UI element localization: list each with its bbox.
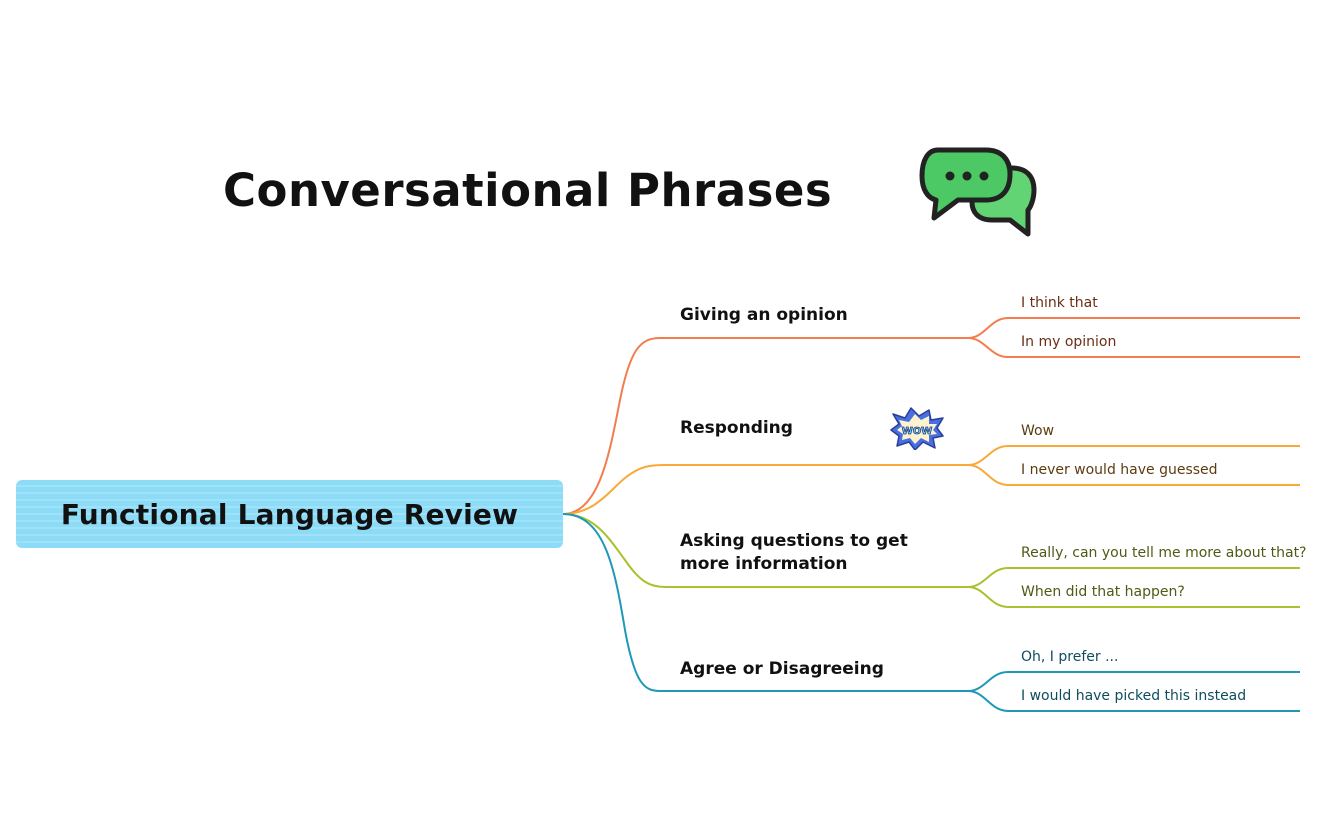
leaf-item[interactable]: When did that happen? <box>1021 584 1185 600</box>
leaf-item[interactable]: I would have picked this instead <box>1021 688 1247 704</box>
connector-agree-disagree <box>562 513 968 692</box>
leaf-item[interactable]: I never would have guessed <box>1021 462 1218 478</box>
leaf-item[interactable]: In my opinion <box>1021 334 1117 350</box>
speech-bubbles-icon <box>919 147 1037 237</box>
connector-responding <box>562 464 968 515</box>
central-topic-label: Functional Language Review <box>60 497 519 531</box>
wow-sticker-icon: WOW <box>890 407 944 450</box>
leaf-item[interactable]: Oh, I prefer ... <box>1021 649 1119 665</box>
connector-giving-opinion <box>562 337 968 515</box>
connector-asking-questions <box>562 513 968 588</box>
branch-asking-questions[interactable]: Asking questions to get more information <box>680 531 908 574</box>
branch-giving-opinion[interactable]: Giving an opinion <box>680 305 848 325</box>
leaf-item[interactable]: Wow <box>1021 423 1055 439</box>
page-title: Conversational Phrases <box>223 164 833 217</box>
svg-text:WOW: WOW <box>902 426 933 437</box>
branch-agree-disagree[interactable]: Agree or Disagreeing <box>680 659 884 679</box>
branch-responding[interactable]: Responding <box>680 418 793 438</box>
central-topic[interactable]: Functional Language Review <box>16 480 563 548</box>
leaf-item[interactable]: I think that <box>1021 295 1098 311</box>
leaf-item[interactable]: Really, can you tell me more about that? <box>1021 545 1307 561</box>
